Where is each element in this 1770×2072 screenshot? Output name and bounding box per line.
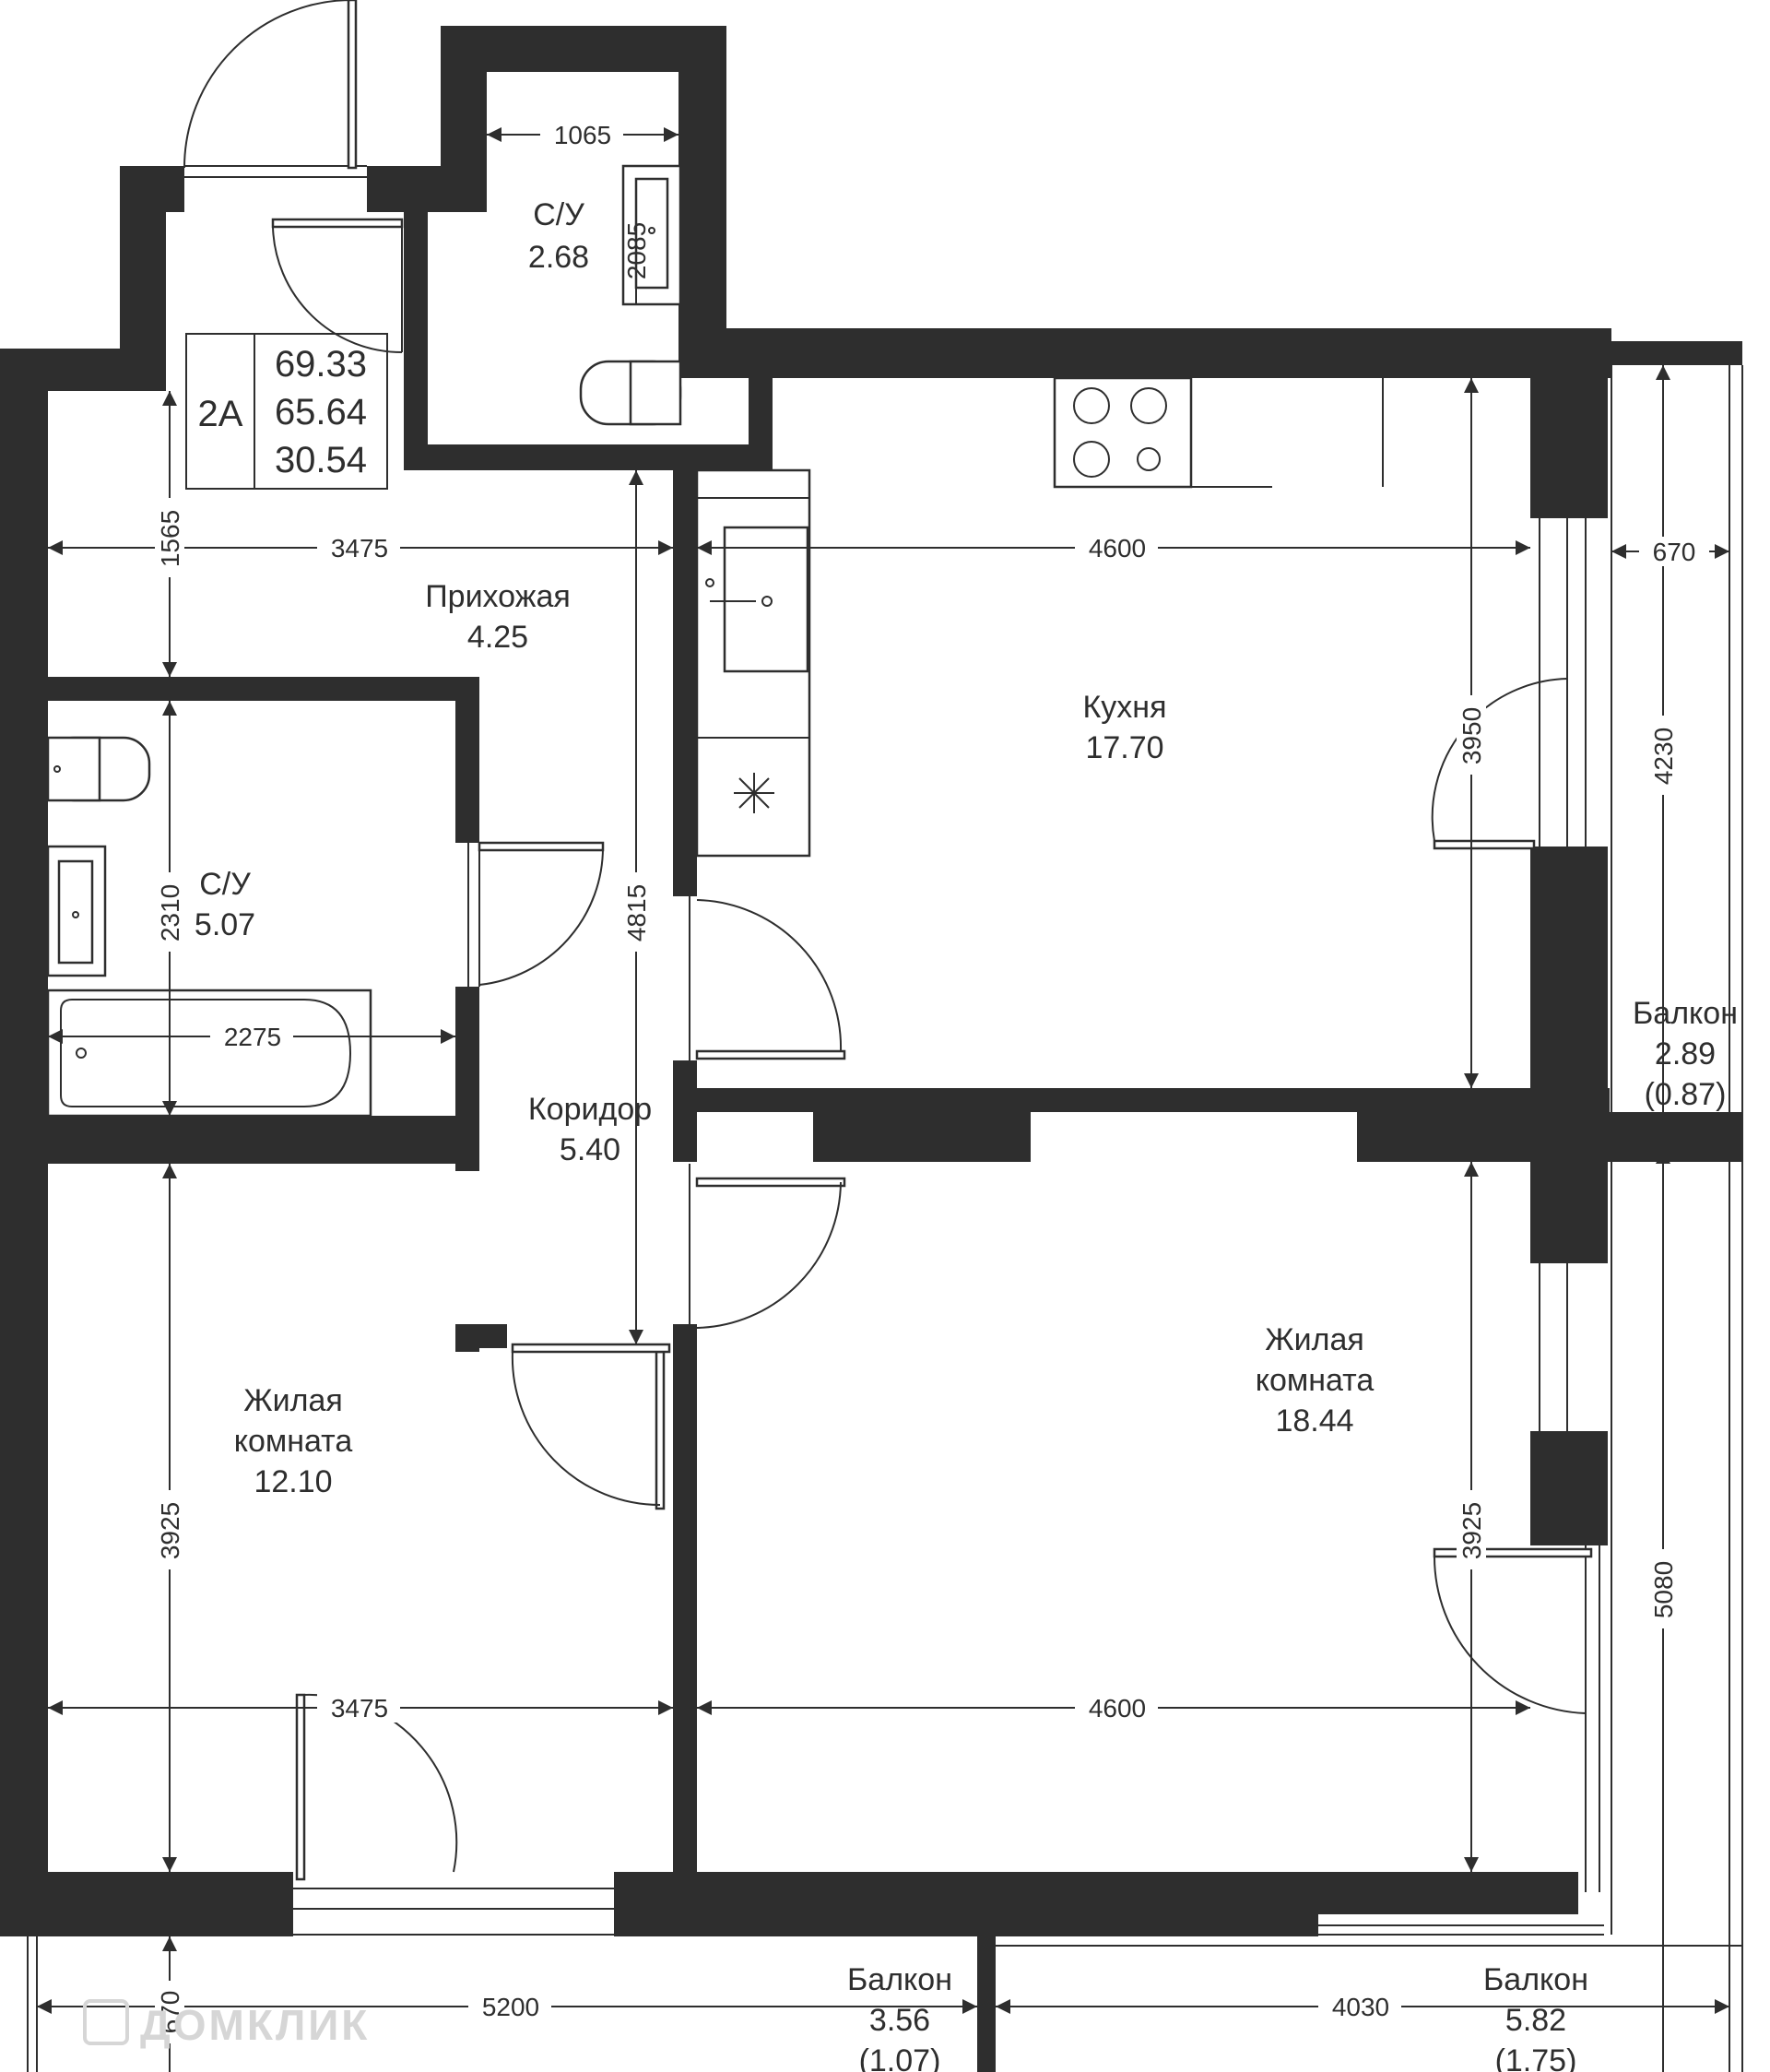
room-wc-small-name: С/У [533, 197, 584, 232]
room-balcony-br-coef: (1.75) [1495, 2043, 1577, 2072]
total-area: 69.33 [275, 344, 367, 385]
room-balcony-right-area: 2.89 [1655, 1036, 1716, 1072]
apartment-info-box: 2А 69.33 65.64 30.54 [185, 333, 388, 490]
living-rooms-area: 30.54 [275, 440, 367, 480]
room-corridor-area: 5.40 [560, 1132, 620, 1167]
dim-living-left-depth: 3925 [156, 1502, 184, 1559]
room-balcony-bl-coef: (1.07) [859, 2043, 941, 2072]
asterisk-icon [734, 773, 774, 813]
wc-door[interactable] [271, 218, 410, 353]
dim-wc-width: 1065 [554, 121, 611, 149]
dim-hall-depth: 1565 [156, 510, 184, 567]
dim-kitchen-width: 4600 [1089, 534, 1146, 562]
room-kitchen-name: Кухня [1083, 690, 1167, 725]
kitchen-balcony-door[interactable] [1431, 678, 1568, 850]
living-right-door[interactable] [689, 1164, 846, 1329]
room-living-right-area: 18.44 [1275, 1403, 1353, 1439]
domclick-watermark: ДОМКЛИК [83, 1999, 370, 2049]
room-balcony-br-name: Балкон [1483, 1962, 1588, 1997]
room-balcony-bl-area: 3.56 [869, 2003, 930, 2038]
living-left-door[interactable] [511, 1343, 671, 1510]
living-area-sum: 65.64 [275, 392, 367, 432]
room-kitchen-area: 17.70 [1085, 730, 1163, 765]
room-balcony-bl-name: Балкон [847, 1962, 952, 1997]
dim-living-right-depth: 3925 [1457, 1502, 1486, 1559]
room-labels: С/У 2.68 Прихожая 4.25 Кухня 17.70 С/У 5… [195, 197, 1738, 2072]
room-balcony-right-coef: (0.87) [1645, 1077, 1727, 1112]
room-hall-name: Прихожая [425, 579, 571, 614]
room-corridor-name: Коридор [528, 1092, 652, 1127]
kitchen-door[interactable] [689, 896, 846, 1060]
windows-and-railings [27, 165, 1743, 2072]
dim-balcony-bottom-right-len: 4030 [1332, 1993, 1389, 2021]
room-wc-small-area: 2.68 [528, 240, 589, 275]
dim-balcony-bottom-depth: 670 [156, 1991, 184, 2034]
dim-balcony-bottom-left-len: 5200 [482, 1993, 539, 2021]
dim-balcony-right-upper: 4230 [1649, 728, 1678, 785]
wc-sink-icon [621, 164, 682, 306]
room-living-right-name1: Жилая [1265, 1322, 1364, 1357]
room-bath-name: С/У [199, 867, 251, 902]
dim-living-right-width: 4600 [1089, 1694, 1146, 1723]
room-balcony-right-name: Балкон [1633, 996, 1738, 1031]
room-living-left-name2: комната [234, 1424, 353, 1459]
dim-living-left-width: 3475 [331, 1694, 388, 1723]
room-living-left-name1: Жилая [243, 1383, 343, 1418]
dim-balcony-right-width: 670 [1653, 538, 1696, 566]
room-hall-area: 4.25 [467, 620, 528, 655]
dim-hall-width: 3475 [331, 534, 388, 562]
dim-kitchen-depth: 3950 [1457, 707, 1486, 764]
stove-icon [1053, 376, 1193, 489]
bath-door[interactable] [467, 841, 605, 987]
bath-toilet-icon [46, 736, 151, 802]
dim-balcony-right-lower: 5080 [1649, 1561, 1678, 1618]
room-bath-area: 5.07 [195, 907, 255, 942]
dim-bath-depth: 2310 [156, 884, 184, 941]
room-living-right-name2: комната [1256, 1363, 1375, 1398]
bathtub-icon [46, 989, 372, 1118]
apartment-type: 2А [198, 394, 243, 434]
kitchen-sink-icon [705, 578, 773, 607]
dim-bath-width: 2275 [224, 1023, 281, 1051]
dim-wc-depth: 2085 [622, 222, 651, 279]
dimension-labels: 1065 2085 3475 1565 4600 3950 4815 2310 … [155, 120, 1709, 2043]
entry-door[interactable] [183, 0, 358, 170]
room-living-left-area: 12.10 [254, 1464, 332, 1499]
doors [183, 0, 1593, 1881]
watermark-text: ДОМКЛИК [140, 2001, 370, 2049]
walls [0, 26, 1742, 2072]
wc-toilet-icon [579, 360, 682, 426]
living-balcony-door[interactable] [1433, 1547, 1593, 1714]
bath-sink-icon [46, 845, 107, 977]
dim-corridor-length: 4815 [622, 884, 651, 941]
room-balcony-br-area: 5.82 [1505, 2003, 1566, 2038]
